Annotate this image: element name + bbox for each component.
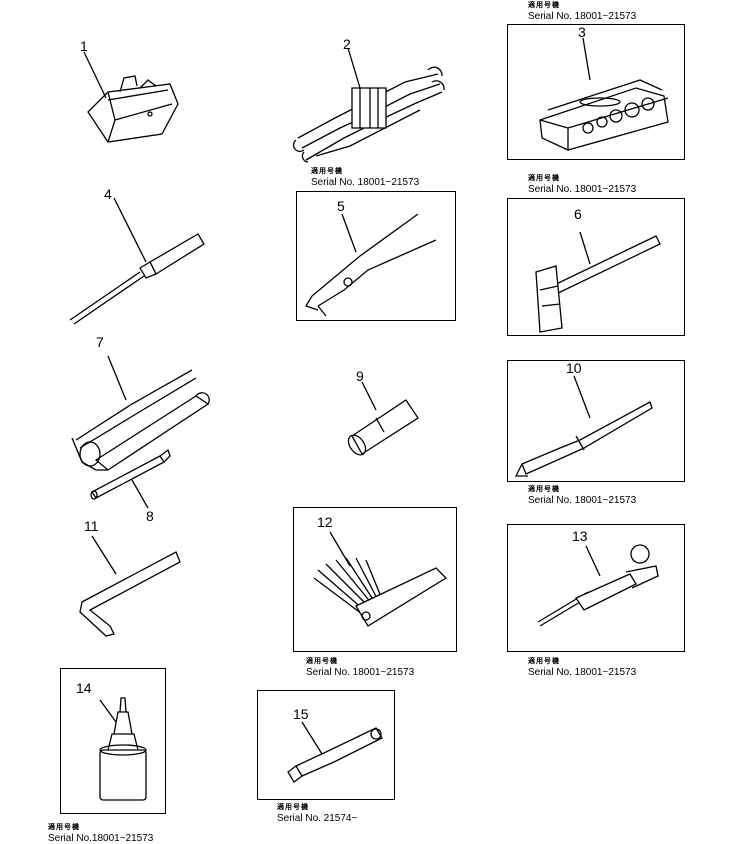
serial-label-15: 適用号機 Serial No. 21574~ <box>277 802 357 824</box>
tool-bag-icon <box>84 52 178 142</box>
item-number-1: 1 <box>80 38 88 54</box>
serial-number: Serial No. 18001~21573 <box>311 177 420 188</box>
socket-box-icon <box>540 38 668 150</box>
serial-label-10: 適用号機 Serial No. 18001~21573 <box>528 484 636 506</box>
grease-gun-icon <box>72 356 209 470</box>
applicable-model-label: 適用号機 <box>528 2 560 9</box>
item-5-box <box>296 191 456 321</box>
item-number-13: 13 <box>572 528 588 544</box>
wrench-set-icon <box>294 48 444 162</box>
grease-nozzle-icon <box>91 450 170 508</box>
item-13-box <box>507 524 685 652</box>
socket-handle-icon <box>288 722 382 782</box>
item-number-3: 3 <box>578 24 586 40</box>
serial-label-3: 適用号機 Serial No. 18001~21573 <box>528 0 636 22</box>
applicable-model-label: 適用号機 <box>277 804 309 811</box>
hammer-icon <box>536 232 660 332</box>
serial-number: Serial No. 18001~21573 <box>306 667 415 678</box>
item-number-9: 9 <box>356 368 364 384</box>
item-number-12: 12 <box>317 514 333 530</box>
feeler-gauge-icon <box>314 532 446 626</box>
serial-number: Serial No. 18001~21573 <box>528 184 637 195</box>
item-number-15: 15 <box>293 706 309 722</box>
applicable-model-label: 適用号機 <box>528 486 560 493</box>
item-number-8: 8 <box>146 508 154 524</box>
item-number-2: 2 <box>343 36 351 52</box>
item-number-5: 5 <box>337 198 345 214</box>
serial-label-2: 適用号機 Serial No. 18001~21573 <box>311 166 419 188</box>
pliers-icon <box>306 214 436 316</box>
item-number-11: 11 <box>84 518 99 534</box>
serial-label-6: 適用号機 Serial No. 18001~21573 <box>528 173 636 195</box>
applicable-model-label: 適用号機 <box>311 168 343 175</box>
item-15-box <box>257 690 395 800</box>
item-number-6: 6 <box>574 206 582 222</box>
item-6-box <box>507 198 685 336</box>
applicable-model-label: 適用号機 <box>48 824 80 831</box>
item-number-10: 10 <box>566 360 582 376</box>
serial-number: Serial No. 18001~21573 <box>528 667 637 678</box>
applicable-model-label: 適用号機 <box>306 658 338 665</box>
oiler-bottle-icon <box>100 698 146 800</box>
applicable-model-label: 適用号機 <box>528 175 560 182</box>
item-10-box <box>507 360 685 482</box>
item-number-4: 4 <box>104 186 112 202</box>
scraper-icon <box>516 376 652 476</box>
cylinder-tool-icon <box>345 382 418 458</box>
screwdriver-icon <box>70 198 204 324</box>
serial-number: Serial No. 18001~21573 <box>528 11 637 22</box>
serial-label-12: 適用号機 Serial No. 18001~21573 <box>306 656 414 678</box>
serial-number: Serial No. 21574~ <box>277 813 358 824</box>
serial-label-13: 適用号機 Serial No. 18001~21573 <box>528 656 636 678</box>
serial-number: Serial No. 18001~21573 <box>528 495 637 506</box>
hex-wrench-icon <box>80 536 180 636</box>
item-3-box <box>507 24 685 160</box>
item-14-box <box>60 668 166 814</box>
item-number-7: 7 <box>96 334 104 350</box>
item-12-box <box>293 507 457 652</box>
applicable-model-label: 適用号機 <box>528 658 560 665</box>
serial-label-14: 適用号機 Serial No.18001~21573 <box>48 822 153 844</box>
serial-number: Serial No.18001~21573 <box>48 833 154 844</box>
item-number-14: 14 <box>76 680 92 696</box>
test-tool-icon <box>538 545 658 626</box>
